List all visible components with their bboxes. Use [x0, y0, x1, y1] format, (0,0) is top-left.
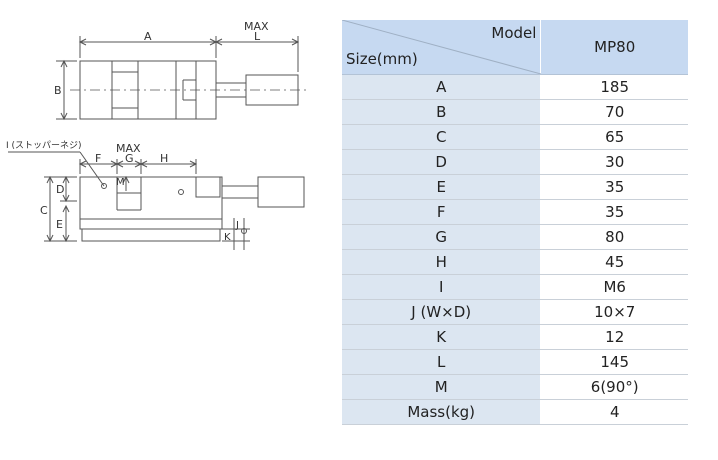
row-param: J (W×D) [342, 299, 542, 325]
dim-label-M: M [116, 177, 125, 188]
row-value: 185 [540, 74, 688, 100]
header-size-label: Size(mm) [346, 50, 418, 68]
row-param: E [342, 174, 542, 200]
row-value: 6(90°) [540, 374, 688, 400]
dim-label-D: D [56, 183, 64, 196]
dim-label-H: H [160, 152, 168, 165]
table-header-row: Model Size(mm) MP80 [342, 20, 688, 75]
row-value: M6 [540, 274, 688, 300]
dim-label-max-mid: MAX [116, 142, 141, 155]
table-row: J (W×D)10×7 [342, 299, 688, 325]
row-value: 10×7 [540, 299, 688, 325]
row-value: 35 [540, 199, 688, 225]
dim-label-I: I (ストッパーネジ) [6, 140, 82, 151]
diagonal-divider [342, 20, 541, 74]
header-model-label: Model [491, 24, 537, 42]
header-model-name: MP80 [540, 20, 688, 75]
side-view-body [79, 176, 223, 220]
row-param: Mass(kg) [342, 399, 542, 425]
dim-label-J: J [235, 220, 239, 231]
row-param: C [342, 124, 542, 150]
dim-label-K: K [224, 232, 231, 243]
dim-label-A: A [144, 30, 152, 43]
side-view-screw [221, 185, 259, 199]
table-row: Mass(kg)4 [342, 399, 688, 425]
dim-label-E: E [56, 218, 63, 231]
row-param: F [342, 199, 542, 225]
row-param: K [342, 324, 542, 350]
row-param: D [342, 149, 542, 175]
row-param: H [342, 249, 542, 275]
dim-label-G: G [125, 152, 134, 165]
row-value: 30 [540, 149, 688, 175]
table-corner-cell: Model Size(mm) [342, 20, 542, 75]
dim-label-B: B [54, 84, 62, 97]
dim-label-L: L [254, 30, 261, 43]
row-param: L [342, 349, 542, 375]
row-param: B [342, 99, 542, 125]
side-view-handle [257, 176, 305, 208]
row-value: 65 [540, 124, 688, 150]
dim-label-C: C [40, 204, 48, 217]
row-value: 70 [540, 99, 688, 125]
row-value: 45 [540, 249, 688, 275]
row-value: 80 [540, 224, 688, 250]
vise-technical-drawing: A MAX L B I (ストッパーネジ) MAX F G H M C D E … [6, 20, 310, 250]
side-view-base [81, 228, 221, 242]
row-value: 12 [540, 324, 688, 350]
row-value: 35 [540, 174, 688, 200]
row-value: 145 [540, 349, 688, 375]
row-param: G [342, 224, 542, 250]
row-value: 4 [540, 399, 688, 425]
dim-label-F: F [95, 152, 101, 165]
row-param: I [342, 274, 542, 300]
dim-label-max-top: MAX [244, 20, 269, 33]
row-param: A [342, 74, 542, 100]
row-param: M [342, 374, 542, 400]
